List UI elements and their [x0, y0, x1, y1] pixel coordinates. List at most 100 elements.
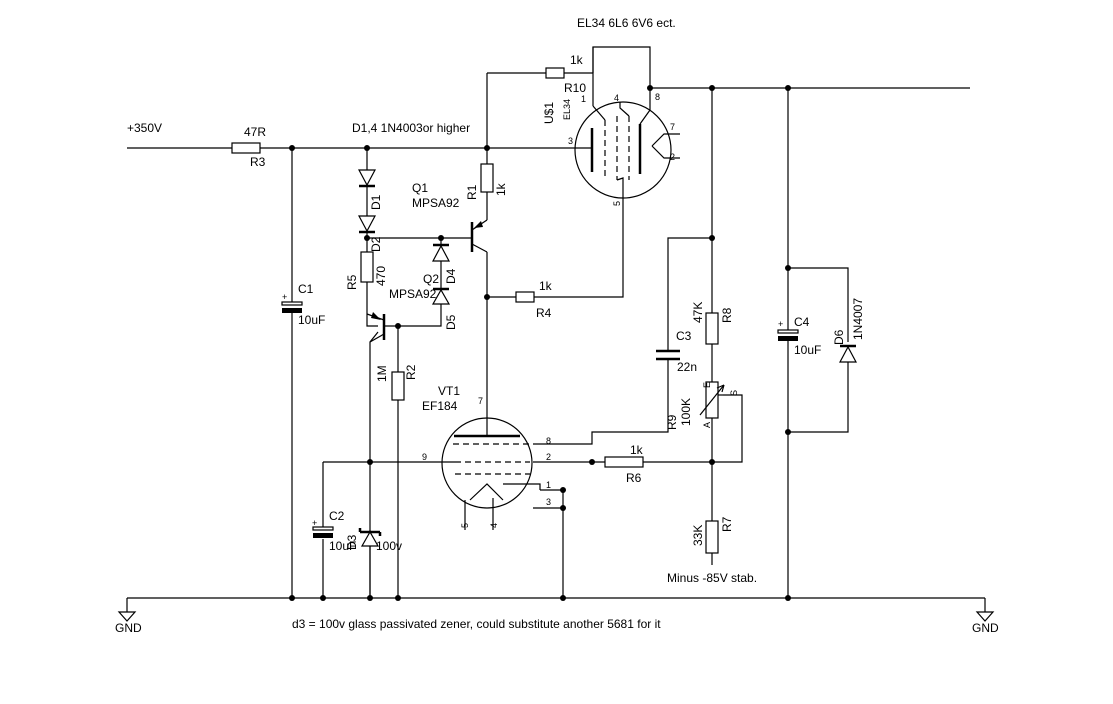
resistor-R10 [545, 67, 565, 79]
C4-value: 10uF [794, 343, 821, 357]
VT1-pin-3: 3 [546, 497, 551, 507]
R9-pin-e: E [702, 382, 712, 388]
resistor-R5 [360, 251, 374, 283]
svg-text:+: + [312, 518, 317, 528]
resistor-R7 [705, 520, 719, 554]
U1-pin-4: 4 [614, 93, 619, 103]
R1-name: R1 [465, 184, 479, 200]
D6-name: D6 [832, 329, 846, 345]
svg-text:+: + [778, 319, 783, 329]
R9-value: 100K [679, 398, 693, 426]
R7-value: 33K [691, 525, 705, 546]
VT1-pin-2: 2 [546, 452, 551, 462]
D6-value: 1N4007 [851, 298, 865, 340]
R7-name: R7 [720, 516, 734, 532]
C4-name: C4 [794, 315, 810, 329]
diode-note: D1,4 1N4003or higher [352, 121, 470, 135]
VT1-pin-8: 8 [546, 436, 551, 446]
supply-label: +350V [127, 121, 162, 135]
tube-ef184 [435, 417, 541, 509]
VT1-pin-4: 4 [489, 523, 499, 528]
D2-name: D2 [369, 236, 383, 252]
diode-D1 [358, 169, 376, 188]
VT1-pin-1: 1 [546, 480, 551, 490]
R3-name: R3 [250, 155, 266, 169]
D1-name: D1 [369, 194, 383, 210]
ground-symbol-left [117, 598, 137, 622]
diode-D4 [432, 243, 450, 262]
C1-name: C1 [298, 282, 314, 296]
R6-value: 1k [630, 443, 644, 457]
Q1-value: MPSA92 [412, 196, 460, 210]
transistor-Q2 [366, 312, 386, 343]
VT1-pin-5: 5 [460, 523, 470, 528]
diode-D2 [358, 215, 376, 234]
U1-name: U$1 [542, 102, 556, 124]
wires [127, 46, 985, 599]
C3-name: C3 [676, 329, 692, 343]
R1-value: 1k [494, 182, 508, 196]
R4-name: R4 [536, 306, 552, 320]
junction-dots [289, 85, 791, 601]
bottom-note: d3 = 100v glass passivated zener, could … [292, 617, 661, 631]
VT1-pin-9: 9 [422, 452, 427, 462]
R10-name: R10 [564, 81, 586, 95]
C3-value: 22n [677, 360, 697, 374]
VT1-pin-7: 7 [478, 396, 483, 406]
U1-pin-5: 5 [612, 201, 622, 206]
zener-diode-D3 [358, 528, 382, 547]
R8-name: R8 [720, 307, 734, 323]
U1-pin-8: 8 [655, 92, 660, 102]
R2-name: R2 [404, 364, 418, 380]
C2-value: 10uF [329, 539, 356, 553]
capacitor-C2: + [312, 518, 334, 538]
R8-value: 47K [691, 302, 705, 323]
diode-D5 [431, 287, 451, 305]
R4-value: 1k [539, 279, 553, 293]
D5-name: D5 [444, 314, 458, 330]
resistor-R2 [391, 371, 405, 401]
resistor-R3 [231, 142, 261, 154]
capacitor-C1: + [281, 292, 303, 313]
R10-value: 1k [570, 53, 584, 67]
R5-value: 470 [374, 266, 388, 286]
D3-name: D3 [345, 534, 359, 550]
ground-symbol-right [975, 598, 995, 622]
Q2-name: Q2 [423, 272, 439, 286]
D4-name: D4 [444, 268, 458, 284]
D3-value: 100v [376, 539, 402, 553]
resistor-R1 [480, 163, 494, 193]
R2-value: 1M [375, 365, 389, 382]
potentiometer-R9 [699, 381, 725, 419]
resistor-R6 [604, 456, 644, 468]
diode-D6 [839, 344, 857, 363]
C2-name: C2 [329, 509, 345, 523]
capacitor-C3 [656, 347, 680, 369]
U1-pin-3: 3 [568, 136, 573, 146]
minus-supply-note: Minus -85V stab. [667, 571, 757, 585]
Q1-name: Q1 [412, 181, 428, 195]
C1-value: 10uF [298, 313, 325, 327]
R3-value: 47R [244, 125, 266, 139]
gnd-label-left: GND [115, 621, 142, 635]
U1-pin-7: 7 [670, 122, 675, 132]
resistor-R4 [515, 291, 535, 303]
transistor-Q1 [470, 219, 488, 253]
tube-el34 [565, 101, 680, 199]
svg-text:+: + [282, 292, 287, 302]
Q2-value: MPSA92 [389, 287, 437, 301]
R6-name: R6 [626, 471, 642, 485]
R9-name: R9 [665, 414, 679, 430]
resistor-R8 [705, 312, 719, 345]
tube-type-note: EL34 6L6 6V6 ect. [577, 16, 676, 30]
capacitor-C4: + [777, 319, 799, 344]
U1-pin-1: 1 [581, 94, 586, 104]
gnd-label-right: GND [972, 621, 999, 635]
VT1-name: VT1 [438, 384, 460, 398]
R9-pin-s: S [729, 390, 739, 396]
U1-pin-2: 2 [670, 152, 675, 162]
U1-value: EL34 [562, 99, 572, 120]
VT1-value: EF184 [422, 399, 458, 413]
R5-name: R5 [345, 274, 359, 290]
